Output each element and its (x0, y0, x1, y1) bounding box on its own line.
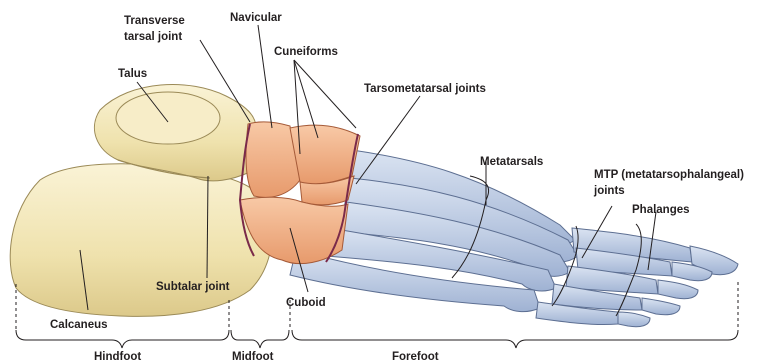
label-transverse-line2: tarsal joint (124, 31, 182, 43)
label-navicular: Navicular (230, 12, 282, 24)
label-tarsometatarsal: Tarsometatarsal joints (364, 83, 486, 95)
region-brackets (16, 330, 738, 348)
label-transverse-line1: Transverse (124, 15, 185, 27)
region-forefoot: Forefoot (392, 351, 439, 363)
midfoot-bracket (231, 330, 289, 348)
forefoot-bracket (292, 330, 738, 348)
label-cuneiforms: Cuneiforms (274, 46, 338, 58)
label-mtp-line1: MTP (metatarsophalangeal) (594, 169, 744, 181)
hindfoot-bones (10, 84, 272, 316)
region-hindfoot: Hindfoot (94, 351, 141, 363)
leader-cuneiforms-3 (294, 60, 356, 128)
talus-dome (116, 92, 220, 144)
label-calcaneus: Calcaneus (50, 319, 108, 331)
calcaneus-bone (10, 164, 272, 317)
phalanx-distal-4 (642, 298, 680, 315)
midfoot-bones (240, 122, 360, 264)
phalanx-distal-3 (658, 280, 698, 299)
label-phalanges: Phalanges (632, 204, 690, 216)
label-metatarsals: Metatarsals (480, 156, 543, 168)
leader-navicular (258, 25, 272, 128)
phalanx-distal-5 (618, 312, 650, 327)
hindfoot-bracket (16, 330, 229, 348)
label-talus: Talus (118, 68, 147, 80)
label-cuboid: Cuboid (286, 297, 326, 309)
region-midfoot: Midfoot (232, 351, 274, 363)
label-subtalar: Subtalar joint (156, 281, 230, 293)
label-mtp-line2: joints (593, 185, 625, 197)
